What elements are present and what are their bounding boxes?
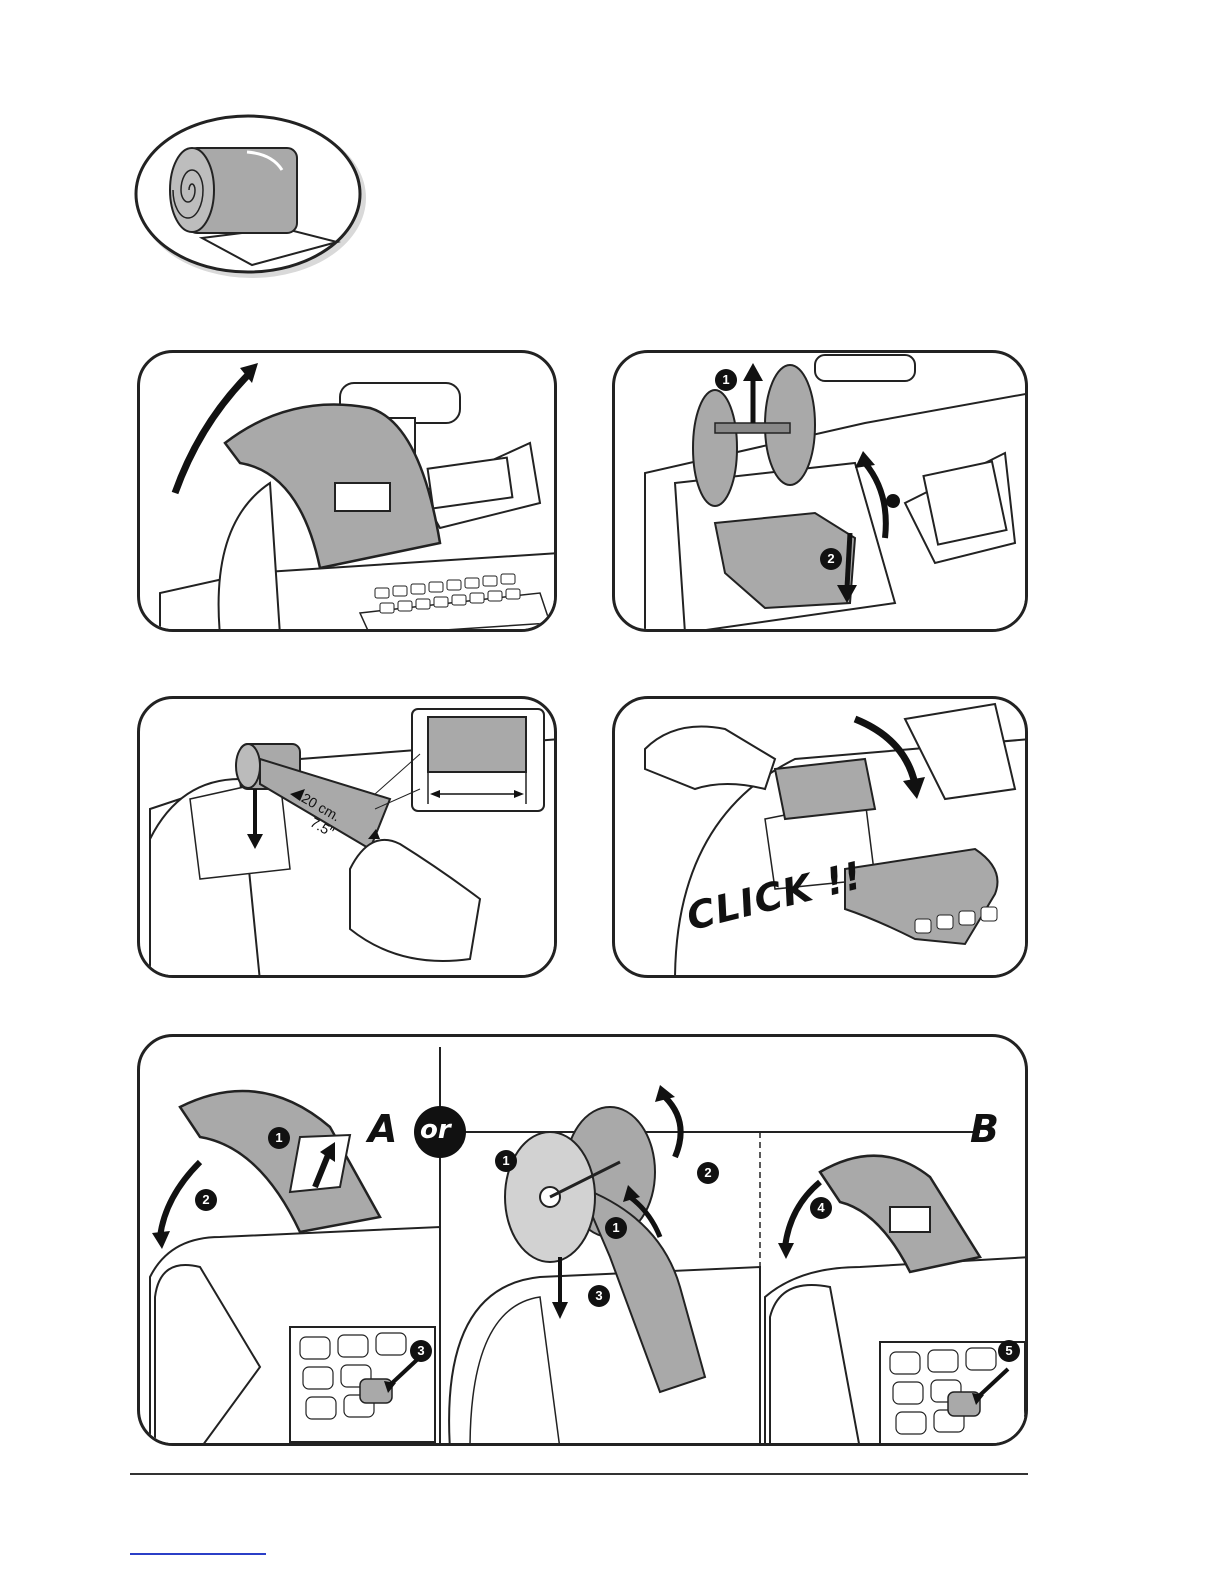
step-badge: 2 — [820, 548, 842, 570]
step-panel-insert-roll: 20 cm. 7.5" — [137, 696, 557, 978]
footer-link-underline[interactable] — [130, 1553, 266, 1555]
step-badge: 4 — [810, 1197, 832, 1219]
step-badge: 1 — [495, 1150, 517, 1172]
step-badge: 1 — [715, 369, 737, 391]
step-badge: 3 — [588, 1285, 610, 1307]
option-b-label: B — [970, 1107, 999, 1151]
option-a-label: A — [368, 1107, 397, 1151]
option-or-label: or — [420, 1115, 451, 1145]
step-badge: 1 — [605, 1217, 627, 1239]
step-badge: 1 — [268, 1127, 290, 1149]
paper-roll-illustration — [132, 110, 372, 285]
step-badge: 5 — [998, 1340, 1020, 1362]
step-panel-open-cover — [137, 350, 557, 632]
footer-rule — [130, 1473, 1028, 1475]
step-panel-remove-spool: 1 2 — [612, 350, 1028, 632]
step-badge: 2 — [697, 1162, 719, 1184]
step-badge: 2 — [195, 1189, 217, 1211]
step-badge: 3 — [410, 1340, 432, 1362]
step-panel-options: A or B 1 2 3 1 1 2 3 4 5 — [137, 1034, 1028, 1446]
step-panel-close-click: CLICK !! — [612, 696, 1028, 978]
